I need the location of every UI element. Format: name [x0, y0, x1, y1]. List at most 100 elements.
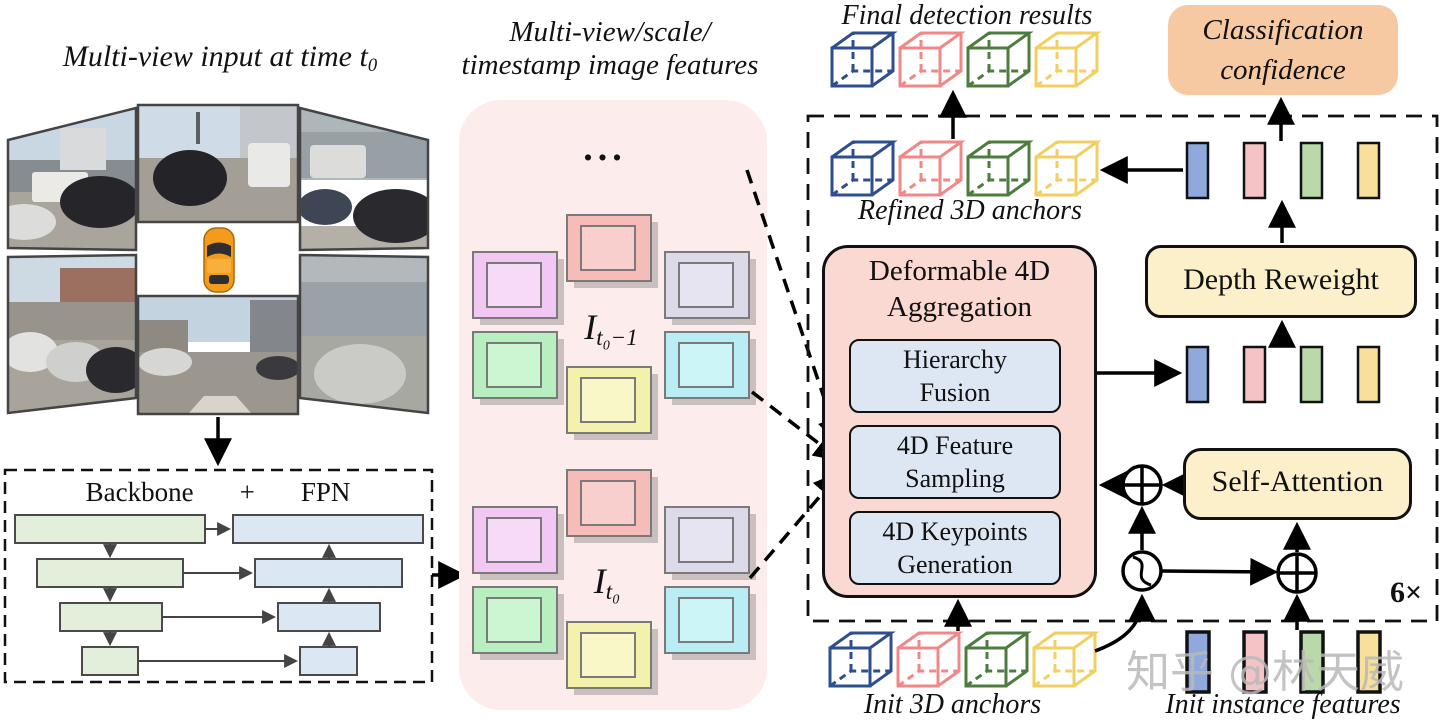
classification-line1: Classification	[1202, 14, 1364, 46]
fpn-level-2	[254, 558, 403, 588]
self-attention-box: Self-Attention	[1183, 448, 1412, 520]
watermark: 知乎 @林天威	[1126, 647, 1404, 698]
feature-map-salmon	[566, 214, 659, 289]
feature-map-cyan	[664, 331, 757, 406]
refined-feature-bars	[1185, 141, 1381, 200]
features-title-line1: Multi-view/scale/	[509, 16, 711, 48]
bar-yellow	[1356, 345, 1381, 404]
cube-yellow	[1034, 31, 1099, 88]
camera-image-front-left	[8, 108, 136, 250]
backbone-fpn-title: Backbone + FPN	[8, 477, 428, 508]
features-title: Multi-view/scale/ timestamp image featur…	[430, 16, 790, 82]
features-title-line2: timestamp image features	[461, 49, 759, 81]
bar-blue	[1185, 141, 1210, 200]
anchor-encoder-icon	[1121, 550, 1163, 592]
classification-confidence-box: Classification confidence	[1168, 5, 1398, 95]
feature-map-magenta	[472, 506, 565, 581]
camera-image-front-border	[136, 103, 300, 224]
feature-map-green	[472, 586, 565, 661]
fpn-label: FPN	[300, 477, 351, 507]
keypoints-generation-line1: 4D Keypoints	[882, 517, 1028, 546]
cube-blue	[830, 31, 895, 88]
plus-circle-left	[1121, 464, 1163, 506]
camera-image-back-border	[136, 294, 300, 416]
bar-yellow	[1356, 141, 1381, 200]
camera-image-back-left	[8, 255, 136, 413]
camera-image-back-right-border	[298, 253, 430, 415]
feature-sampling-line2: Sampling	[905, 464, 1005, 493]
feature-cluster-label-t0: It₀	[593, 561, 621, 604]
repeat-6x-label: 6×	[1389, 576, 1423, 609]
feature-map-yellow	[566, 621, 659, 696]
deformable-title: Deformable 4D Aggregation	[825, 253, 1094, 325]
arrow-initanchors-to-encoder	[1094, 593, 1156, 653]
refined-3d-anchors-label: Refined 3D anchors	[858, 195, 1082, 226]
cube-pink	[898, 31, 963, 88]
camera-image-back-right	[300, 255, 428, 413]
refined-anchor-cubes	[830, 140, 1099, 197]
hierarchy-fusion-box: Hierarchy Fusion	[849, 339, 1061, 413]
ego-car-icon	[203, 227, 235, 293]
classification-line2: confidence	[1220, 54, 1346, 86]
hierarchy-fusion-line1: Hierarchy	[903, 345, 1007, 374]
keypoints-generation-line2: Generation	[897, 550, 1013, 579]
final-detection-cubes	[830, 31, 1099, 88]
bar-green	[1299, 345, 1324, 404]
backbone-fpn-arrows	[103, 522, 336, 668]
feature-map-lavender	[664, 251, 757, 326]
cube-green	[964, 631, 1029, 688]
feature-map-magenta	[472, 251, 565, 326]
fpn-level-3	[277, 602, 381, 632]
camera-image-front-right-border	[298, 106, 430, 252]
plus-sign: +	[239, 477, 255, 507]
camera-image-back-left-border	[6, 253, 138, 415]
fpn-level-1	[232, 514, 424, 544]
arrow-encoder-to-plus2	[1160, 557, 1279, 586]
feature-map-cyan	[664, 586, 757, 661]
depth-reweight-box: Depth Reweight	[1145, 245, 1417, 318]
camera-image-front-right	[300, 108, 428, 250]
init-3d-anchors-label: Init 3D anchors	[863, 689, 1042, 720]
camera-image-front	[138, 105, 298, 222]
init-instance-features-label: Init instance features	[1165, 689, 1401, 720]
cube-yellow	[1034, 140, 1099, 197]
cube-green	[966, 31, 1031, 88]
bar-blue	[1185, 345, 1210, 404]
4d-keypoints-generation-box: 4D Keypoints Generation	[849, 511, 1061, 585]
fpn-level-4	[299, 646, 358, 676]
feature-map-salmon	[566, 469, 659, 544]
cube-blue	[830, 140, 895, 197]
deformable-title-line2: Aggregation	[887, 291, 1032, 323]
hierarchy-fusion-line2: Fusion	[919, 378, 991, 407]
multiview-input-title: Multi-view input at time t0	[62, 40, 378, 77]
cube-blue	[828, 631, 893, 688]
feature-cluster-label-t0-minus-1: It₀−1	[584, 307, 638, 350]
4d-feature-sampling-box: 4D Feature Sampling	[849, 425, 1061, 499]
feature-map-green	[472, 331, 565, 406]
cube-pink	[896, 631, 961, 688]
backbone-level-3	[59, 602, 163, 632]
camera-image-back	[138, 296, 298, 414]
bar-green	[1299, 141, 1324, 200]
cube-yellow	[1032, 631, 1097, 688]
feature-map-yellow	[566, 366, 659, 441]
backbone-level-1	[14, 514, 206, 544]
init-anchor-cubes	[828, 631, 1097, 688]
bar-pink	[1242, 141, 1267, 200]
final-detection-results-title: Final detection results	[841, 0, 1093, 31]
ellipsis-dots: ...	[583, 127, 627, 169]
feature-map-lavender	[664, 506, 757, 581]
cube-pink	[898, 140, 963, 197]
backbone-label: Backbone	[85, 477, 194, 507]
plus-circle-right	[1276, 552, 1318, 594]
backbone-level-4	[81, 646, 139, 676]
feature-sampling-line1: 4D Feature	[896, 431, 1014, 460]
backbone-level-2	[36, 558, 184, 588]
decoder-loop-box	[806, 114, 1439, 623]
cube-green	[966, 140, 1031, 197]
aggregated-feature-bars	[1185, 345, 1381, 404]
deformable-title-line1: Deformable 4D	[868, 255, 1051, 287]
camera-image-front-left-border	[6, 106, 138, 252]
